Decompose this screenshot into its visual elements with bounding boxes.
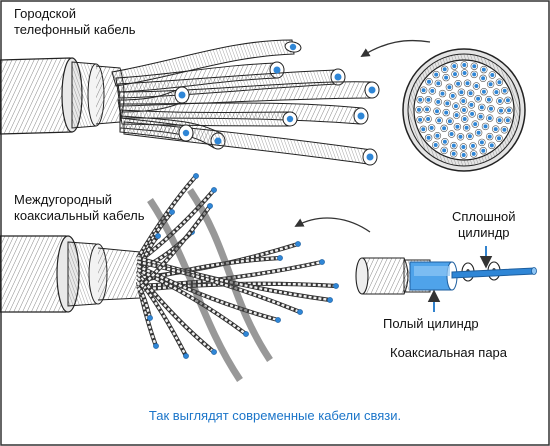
city-cable-bundle-ends bbox=[178, 43, 376, 161]
cable-cross-section bbox=[402, 48, 526, 172]
label-long-cable: Междугородный коаксиальный кабель bbox=[14, 192, 145, 224]
label-city-cable-line1: Городской bbox=[14, 6, 76, 21]
city-cable bbox=[0, 39, 380, 166]
long-cable-strands bbox=[135, 173, 339, 382]
label-city-cable: Городской телефонный кабель bbox=[14, 6, 136, 38]
label-long-cable-line2: коаксиальный кабель bbox=[14, 208, 145, 223]
label-solid-line2: цилиндр bbox=[457, 225, 510, 240]
cross-section-conductors bbox=[415, 61, 513, 159]
label-city-cable-line2: телефонный кабель bbox=[14, 22, 136, 37]
city-cable-bundles bbox=[111, 39, 380, 166]
label-long-cable-line1: Междугородный bbox=[14, 192, 113, 207]
label-solid-line1: Сплошной bbox=[452, 209, 516, 224]
label-solid-cylinder: Сплошной цилиндр bbox=[452, 209, 516, 241]
coaxial-pair bbox=[355, 246, 537, 312]
arrow-coax-pair bbox=[294, 217, 371, 233]
label-coaxial-pair: Коаксиальная пара bbox=[390, 345, 508, 360]
label-hollow-cylinder: Полый цилиндр bbox=[383, 316, 479, 331]
long-cable bbox=[0, 173, 339, 382]
figure-caption: Так выглядят современные кабели связи. bbox=[148, 408, 402, 423]
arrow-city-section bbox=[360, 39, 431, 57]
